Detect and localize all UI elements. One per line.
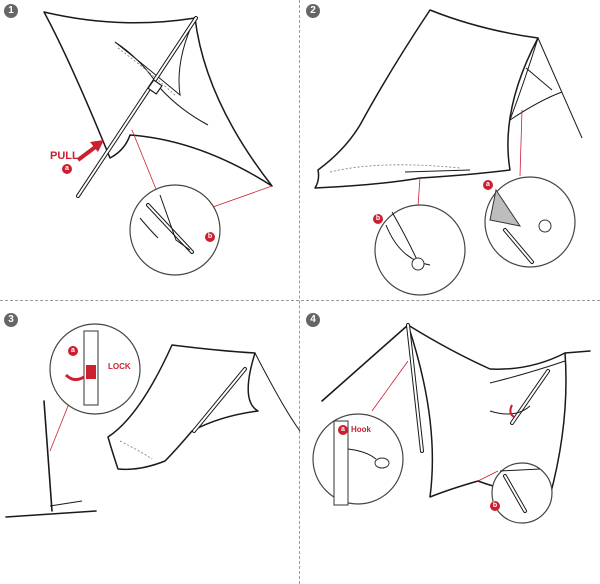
panel-step-3: 3 a LOCK — [0, 301, 301, 584]
callout-a-badge: a — [68, 346, 78, 356]
callout-b-badge: b — [490, 501, 500, 511]
hook-label: Hook — [351, 425, 371, 434]
panel-step-4: 4 a Hook b — [300, 301, 600, 584]
step-badge-2: 2 — [306, 4, 320, 18]
panel-step-2: 2 a b — [300, 0, 600, 300]
step-badge-1: 1 — [4, 4, 18, 18]
horizontal-divider — [0, 300, 600, 301]
step-badge-4: 4 — [306, 313, 320, 327]
umbrella-hook-illustration — [312, 323, 591, 524]
panel-step-1: 1 PULL a b — [0, 0, 299, 300]
vertical-divider — [299, 0, 300, 584]
umbrella-open-illustration — [43, 11, 273, 276]
pull-label: PULL — [50, 150, 79, 162]
umbrella-folding-illustration — [314, 9, 583, 296]
umbrella-lock-illustration — [5, 323, 301, 518]
callout-a-badge: a — [62, 164, 72, 174]
step-badge-3: 3 — [4, 313, 18, 327]
callout-a-badge: a — [338, 425, 348, 435]
lock-label: LOCK — [108, 362, 131, 371]
callout-b-badge: b — [373, 214, 383, 224]
callout-a-badge: a — [483, 180, 493, 190]
callout-b-badge: b — [205, 232, 215, 242]
